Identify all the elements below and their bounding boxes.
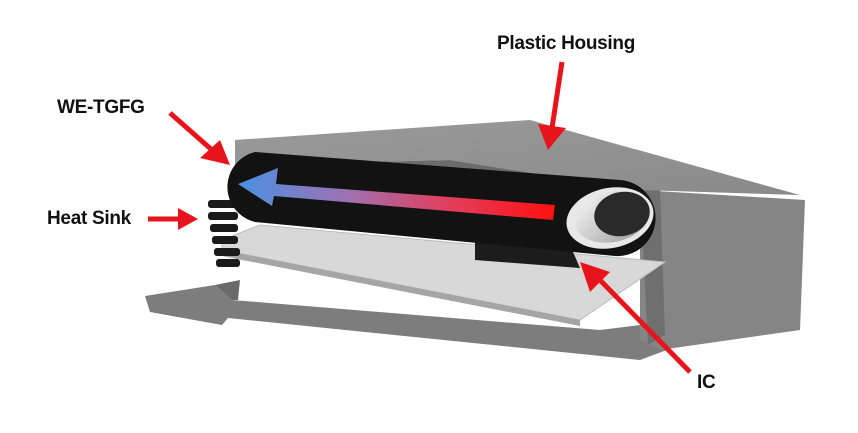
heat-sink [208,200,240,267]
ic-arrow [580,262,692,374]
label-heat-sink: Heat Sink [47,208,131,229]
label-plastic-housing: Plastic Housing [497,33,636,54]
we-tgfg-heat-pipe [227,152,656,257]
plastic-housing-arrow [538,61,566,150]
label-ic: IC [697,372,716,393]
housing-bottom [145,280,720,360]
heat-flow-arrow [238,168,555,220]
label-we-tgfg: WE-TGFG [57,97,145,118]
we-tgfg-arrow [168,111,230,165]
heat-sink-arrow [148,208,198,230]
housing-right-wall [640,185,805,350]
